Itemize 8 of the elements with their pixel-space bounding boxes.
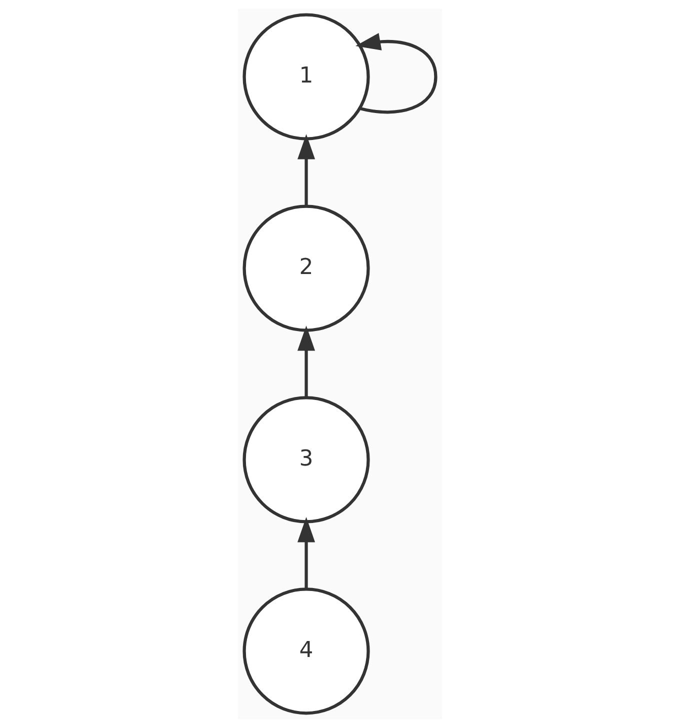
node-circle: 1 <box>242 13 370 140</box>
arrow <box>355 32 438 114</box>
node-circle: 2 <box>242 204 370 332</box>
arrow <box>297 517 316 589</box>
arrow <box>297 326 316 398</box>
node-circle: 4 <box>242 588 370 715</box>
arrow <box>297 134 316 206</box>
node-circle: 3 <box>242 396 370 524</box>
